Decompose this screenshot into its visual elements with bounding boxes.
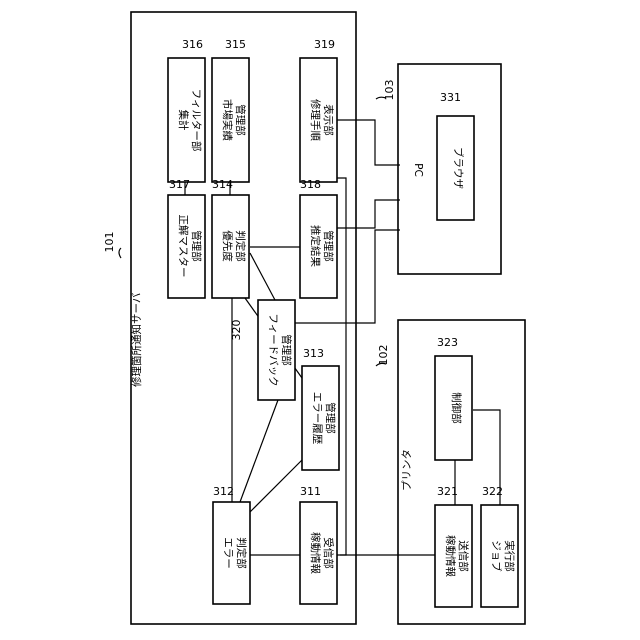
box-322-label-1: ジョブ (490, 540, 503, 572)
box-320-ref: 320 (230, 320, 243, 341)
link-314-320 (250, 253, 275, 300)
pc-title: PC (412, 163, 424, 177)
box-313-ref: 313 (303, 347, 324, 360)
box-311-label-2: 受信部 (322, 537, 335, 569)
box-318: 推定結果 管理部 318 (300, 178, 337, 298)
box-321-label-1: 稼動情報 (444, 535, 457, 577)
box-311-label-1: 稼動情報 (309, 532, 322, 574)
box-317-label-1: 正解マスター (177, 215, 190, 278)
link-312-313 (250, 460, 302, 512)
box-320-label-2: 管理部 (280, 334, 293, 366)
box-313: エラー履歴 管理部 313 (302, 347, 339, 470)
box-319-ref: 319 (314, 38, 335, 51)
box-315-label-2: 管理部 (234, 104, 247, 136)
box-314: 優先度 判定部 314 (212, 178, 249, 298)
box-319-label-1: 修理手順 (309, 99, 322, 141)
box-312-label-2: 判定部 (235, 537, 248, 569)
printer-title: プリンタ (401, 449, 413, 491)
box-321-ref: 321 (437, 485, 458, 498)
link-312-320 (240, 400, 278, 502)
box-314-label-1: 優先度 (221, 230, 234, 262)
pc-block: PC 103 ブラウザ 331 (376, 64, 501, 274)
box-315-label-1: 市場実績 (221, 99, 234, 141)
server-title: 修理箇所通知サーバ (130, 292, 143, 387)
box-312-label-1: エラー (222, 537, 234, 569)
box-315: 市場実績 管理部 315 (212, 38, 249, 182)
browser-label: ブラウザ (452, 147, 465, 189)
box-318-label-1: 推定結果 (309, 225, 322, 267)
box-317: 正解マスター 管理部 317 (168, 178, 205, 298)
server-ref-leader (119, 248, 121, 258)
box-315-ref: 315 (225, 38, 246, 51)
box-316-ref: 316 (182, 38, 203, 51)
box-311-ref: 311 (300, 485, 321, 498)
box-312: エラー 判定部 312 (213, 485, 250, 604)
box-323-label-1: 制御部 (450, 392, 463, 424)
server-ref: 101 (103, 232, 116, 253)
box-322-ref: 322 (482, 485, 503, 498)
box-317-ref: 317 (169, 178, 190, 191)
box-323-ref: 323 (437, 336, 458, 349)
box-311: 稼動情報 受信部 311 (300, 485, 337, 604)
box-320-label-1: フィードバック (267, 313, 279, 386)
printer-block: プリンタ 102 制御部 323 稼動情報 送信部 321 ジョブ 実行部 32… (376, 320, 525, 624)
box-319-label-2: 表示部 (322, 104, 335, 136)
box-318-label-2: 管理部 (322, 230, 335, 262)
box-313-label-2: 管理部 (324, 402, 337, 434)
box-320: フィードバック 管理部 320 (230, 300, 295, 400)
box-318-ref: 318 (300, 178, 321, 191)
box-321-label-2: 送信部 (457, 540, 470, 572)
link-319-pc (337, 120, 400, 165)
browser-ref: 331 (440, 91, 461, 104)
box-314-label-2: 判定部 (234, 230, 247, 262)
box-313-label-1: エラー履歴 (311, 392, 323, 445)
box-316: 集計 フィルター部 316 (168, 38, 205, 182)
box-322-label-2: 実行部 (503, 540, 516, 572)
box-316-label-1: 集計 (177, 110, 190, 131)
box-317-label-2: 管理部 (190, 230, 203, 262)
box-312-ref: 312 (213, 485, 234, 498)
box-316-label-2: フィルター部 (190, 89, 203, 152)
box-314-ref: 314 (212, 178, 233, 191)
printer-ref: 102 (377, 345, 390, 366)
box-319: 修理手順 表示部 319 (300, 38, 337, 182)
